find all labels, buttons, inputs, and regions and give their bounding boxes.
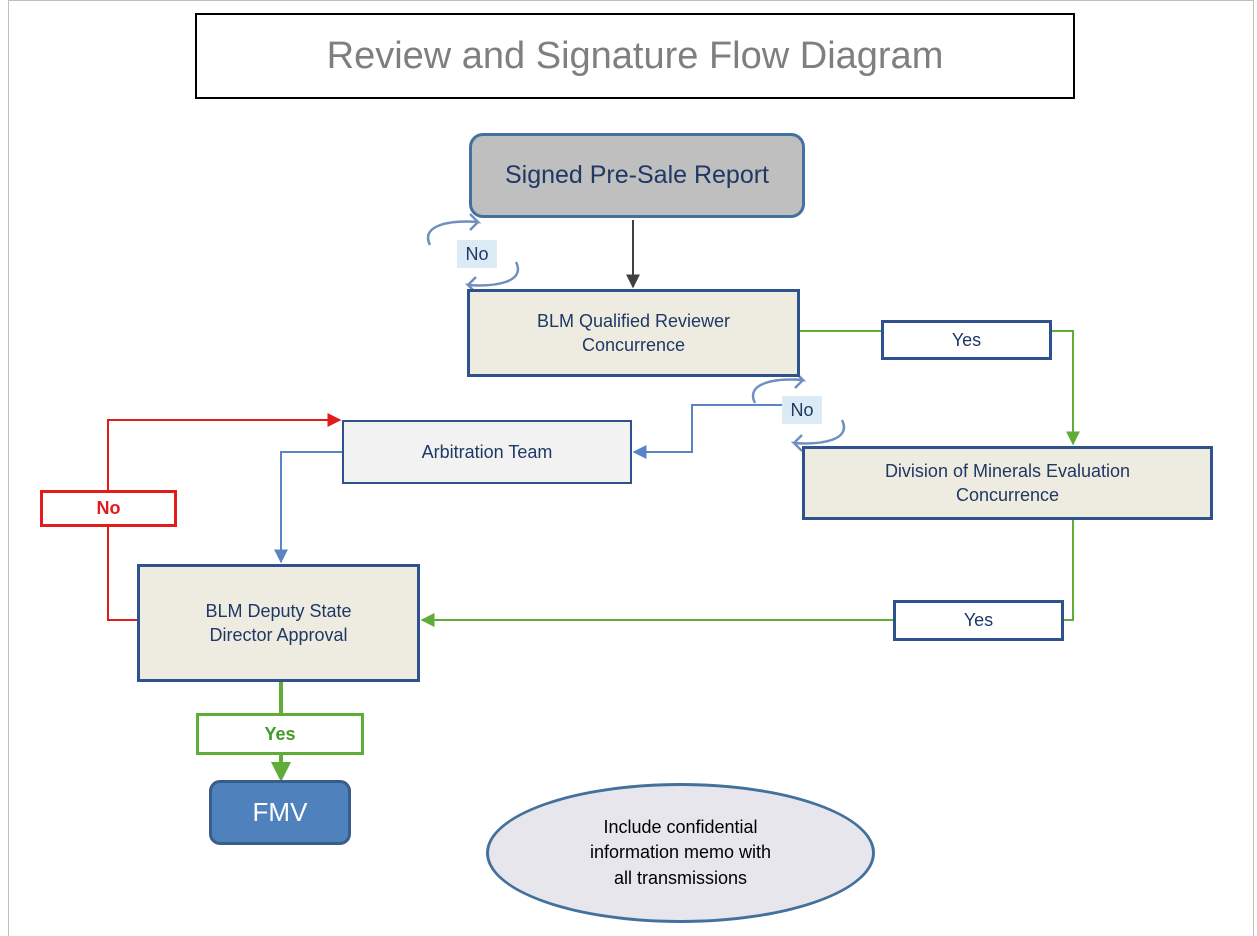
node-deputy-state-director: BLM Deputy State Director Approval — [137, 564, 420, 682]
arrow-deputy-no-loop — [107, 527, 137, 621]
no-label-deputy: No — [40, 490, 177, 527]
yes-label-deputy: Yes — [196, 713, 364, 755]
node-division-minerals-evaluation: Division of Minerals Evaluation Concurre… — [802, 446, 1213, 520]
note-confidential-memo: Include confidential information memo wi… — [486, 783, 875, 923]
arrow-arbitration-to-deputy — [274, 451, 342, 564]
node-signed-pre-sale-report: Signed Pre-Sale Report — [469, 133, 805, 218]
no-loop-label-reviewer: No — [457, 240, 497, 268]
arrow-division-yes-line — [1064, 520, 1074, 621]
arrow-reviewer-yes-to-division — [1052, 330, 1080, 446]
arrow-division-to-arbitration — [632, 404, 800, 459]
node-fmv: FMV — [209, 780, 351, 845]
no-loop-label-division: No — [782, 396, 822, 424]
diagram-title: Review and Signature Flow Diagram — [195, 13, 1075, 99]
cycle-icon-2 — [751, 371, 846, 452]
yes-label-reviewer: Yes — [881, 320, 1052, 360]
yes-label-division: Yes — [893, 600, 1064, 641]
cycle-icon-1 — [426, 213, 520, 294]
node-arbitration-team: Arbitration Team — [342, 420, 632, 484]
arrow-no-to-arbitration — [107, 413, 342, 490]
node-qualified-reviewer: BLM Qualified Reviewer Concurrence — [467, 289, 800, 377]
page-frame — [8, 0, 1254, 936]
